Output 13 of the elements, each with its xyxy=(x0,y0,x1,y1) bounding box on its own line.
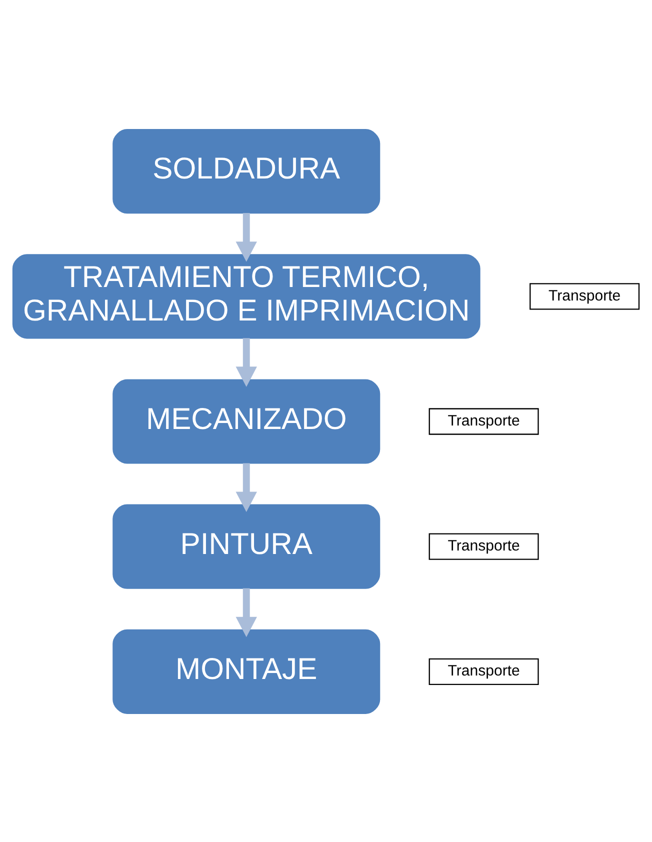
arrow xyxy=(236,462,257,512)
node-box: Transporte xyxy=(428,658,539,684)
node-box: Transporte xyxy=(428,532,539,560)
arrow xyxy=(236,338,257,386)
node-box: MECANIZADO xyxy=(112,378,380,464)
node-box: MONTAJE xyxy=(112,628,380,714)
arrow xyxy=(236,212,257,262)
node-box: TRATAMIENTO TERMICO, GRANALLADO E IMPRIMACION xyxy=(12,254,480,338)
node-box: SOLDADURA xyxy=(112,128,380,214)
node-box: Transporte xyxy=(530,282,640,310)
node-box: PINTURA xyxy=(112,504,380,588)
node-box: Transporte xyxy=(428,408,539,434)
arrow xyxy=(236,588,257,637)
